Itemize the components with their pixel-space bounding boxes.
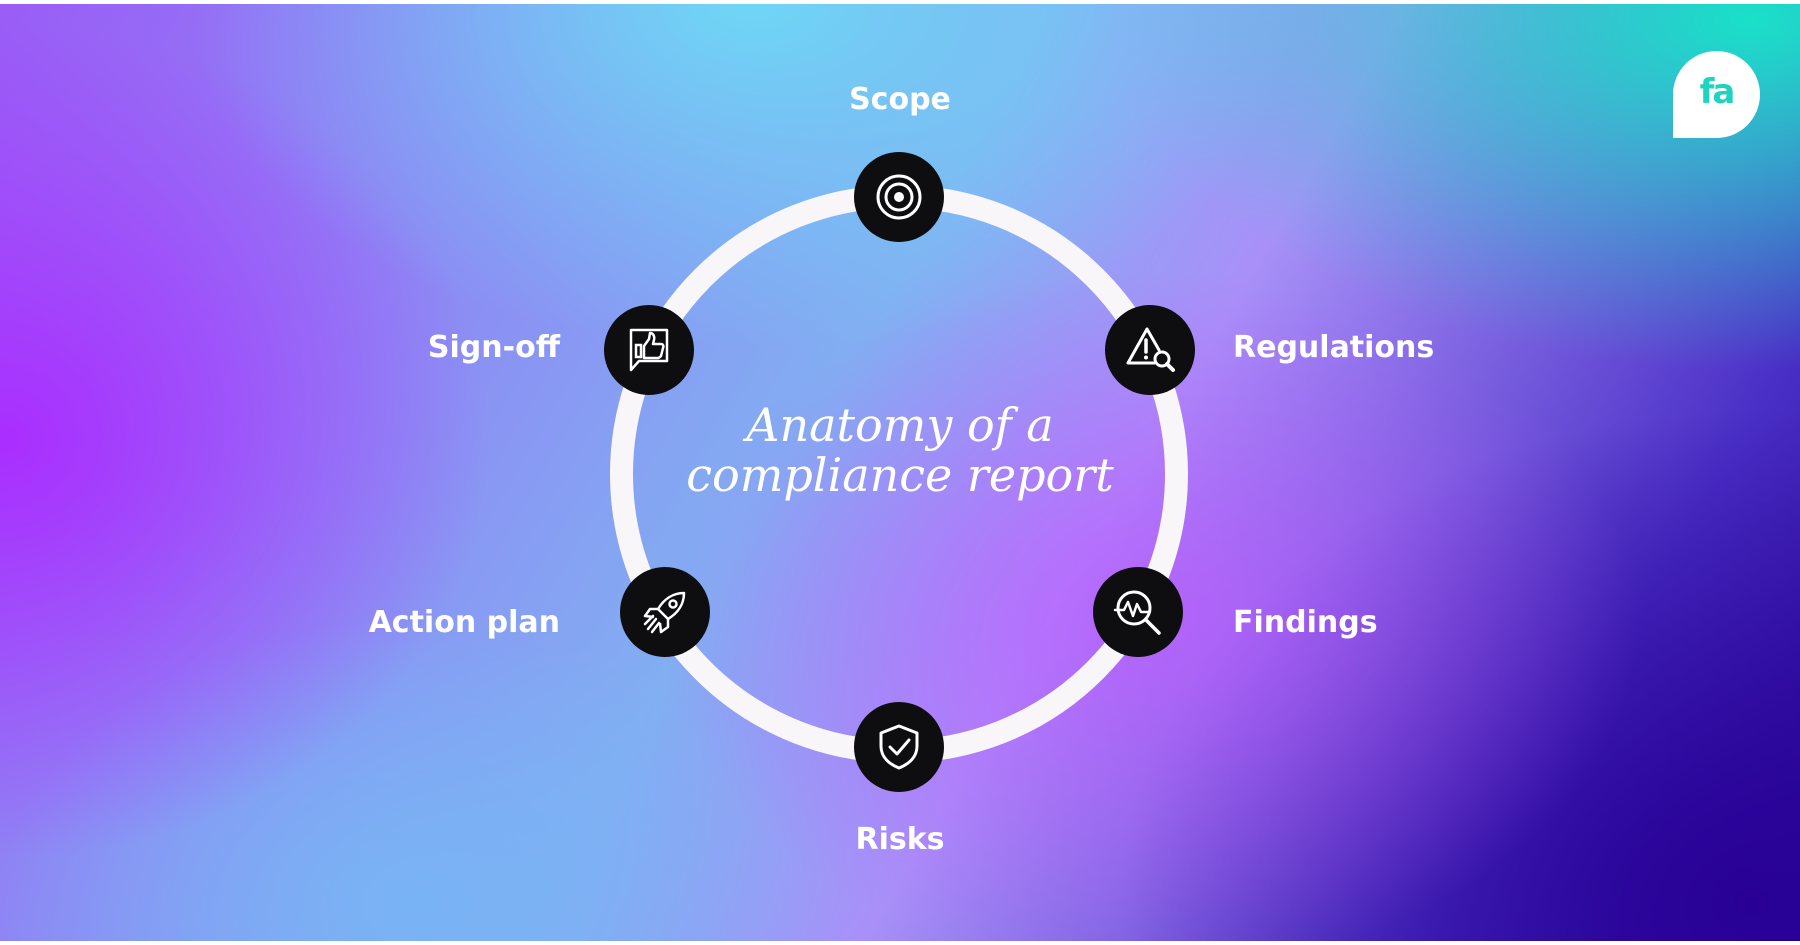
label-action-plan: Action plan (368, 605, 560, 640)
warning-search-icon (1126, 327, 1175, 372)
title-line-1: Anatomy of a (746, 398, 1054, 452)
brand-logo: fa (1673, 51, 1760, 138)
label-sign-off: Sign-off (427, 330, 560, 365)
label-risks: Risks (855, 822, 945, 857)
label-regulations: Regulations (1233, 330, 1435, 365)
scope-node (854, 152, 944, 242)
action-plan-node (620, 567, 710, 657)
sign-off-node (604, 305, 694, 395)
center-title: Anatomy of a compliance report (650, 400, 1150, 500)
label-scope: Scope (849, 82, 951, 117)
bottom-border (0, 941, 1800, 945)
thumbs-up-icon (629, 328, 669, 372)
regulations-node (1105, 305, 1195, 395)
shield-check-icon (879, 724, 919, 770)
top-border (0, 0, 1800, 4)
findings-node (1093, 567, 1183, 657)
target-icon (876, 174, 922, 220)
logo-text: fa (1699, 71, 1736, 112)
title-line-2: compliance report (686, 448, 1114, 502)
label-findings: Findings (1233, 605, 1378, 640)
rocket-icon (643, 591, 686, 634)
analysis-magnifier-icon (1113, 590, 1161, 635)
risks-node (854, 702, 944, 792)
